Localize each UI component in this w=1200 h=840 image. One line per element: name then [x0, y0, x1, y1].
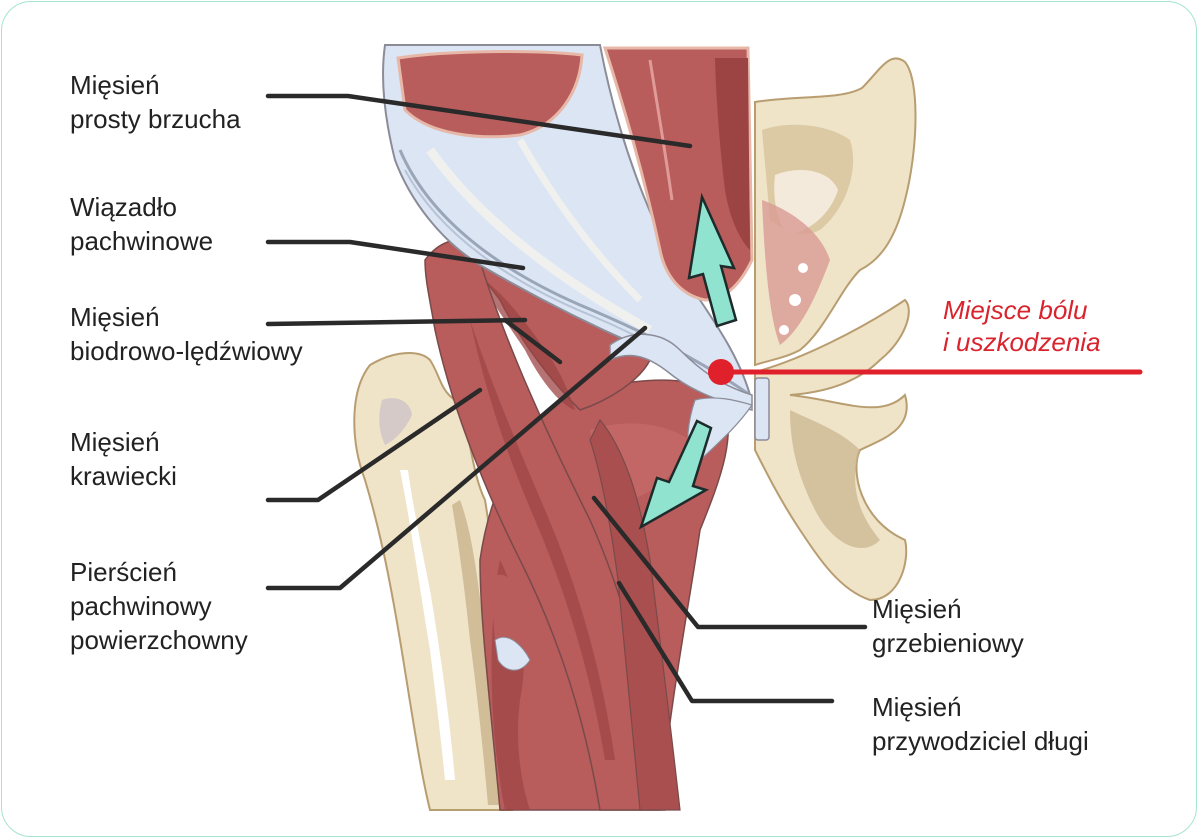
leader-pectineus — [591, 495, 868, 630]
label-line: Pierścień — [70, 557, 177, 587]
label-line: krawiecki — [70, 461, 177, 491]
label-line: prosty brzucha — [70, 104, 241, 134]
label-line: Mięsień — [872, 692, 962, 722]
label-line: pachwinowy — [70, 591, 212, 621]
label-superficial-inguinal-ring: Pierścień pachwinowy powierzchowny — [70, 555, 248, 657]
leader-sartorius — [265, 387, 483, 503]
leader-iliopsoas-branch — [502, 317, 563, 365]
pain-callout-line: i uszkodzenia — [943, 327, 1101, 357]
label-adductor-longus: Mięsień przywodziciel długi — [872, 690, 1089, 758]
femur-bone — [353, 352, 514, 811]
pelvis-bone — [754, 57, 917, 602]
leader-rectus-abdominis — [265, 93, 693, 149]
arrow-down-icon — [638, 419, 713, 530]
label-line: powierzchowny — [70, 625, 248, 655]
label-line: Mięsień — [70, 427, 160, 457]
leader-inguinal-ligament — [265, 239, 526, 271]
label-line: grzebieniowy — [872, 628, 1024, 658]
label-line: pachwinowe — [70, 226, 214, 256]
label-rectus-abdominis: Mięsień prosty brzucha — [70, 68, 241, 136]
label-pectineus: Mięsień grzebieniowy — [872, 592, 1024, 660]
pain-point-icon — [708, 359, 734, 385]
label-line: Mięsień — [70, 302, 160, 332]
label-line: Mięsień — [872, 594, 962, 624]
leader-lines — [265, 93, 868, 704]
leader-superficial-ring — [265, 325, 648, 591]
label-inguinal-ligament: Wiązadło pachwinowe — [70, 190, 213, 258]
label-line: Wiązadło — [70, 192, 177, 222]
label-line: biodrowo-lędźwiowy — [70, 336, 303, 366]
leader-iliopsoas — [265, 317, 528, 327]
label-iliopsoas: Mięsień biodrowo-lędźwiowy — [70, 300, 303, 368]
pain-marker — [708, 359, 1143, 385]
pain-callout: Miejsce bólu i uszkodzenia — [943, 294, 1101, 358]
label-line: Mięsień — [70, 70, 160, 100]
arrow-up-icon — [687, 192, 738, 328]
pain-callout-line: Miejsce bólu — [943, 295, 1088, 325]
label-sartorius: Mięsień krawiecki — [70, 425, 177, 493]
label-line: przywodziciel długi — [872, 726, 1089, 756]
leader-adductor-longus — [616, 580, 835, 704]
force-arrows — [638, 192, 738, 530]
